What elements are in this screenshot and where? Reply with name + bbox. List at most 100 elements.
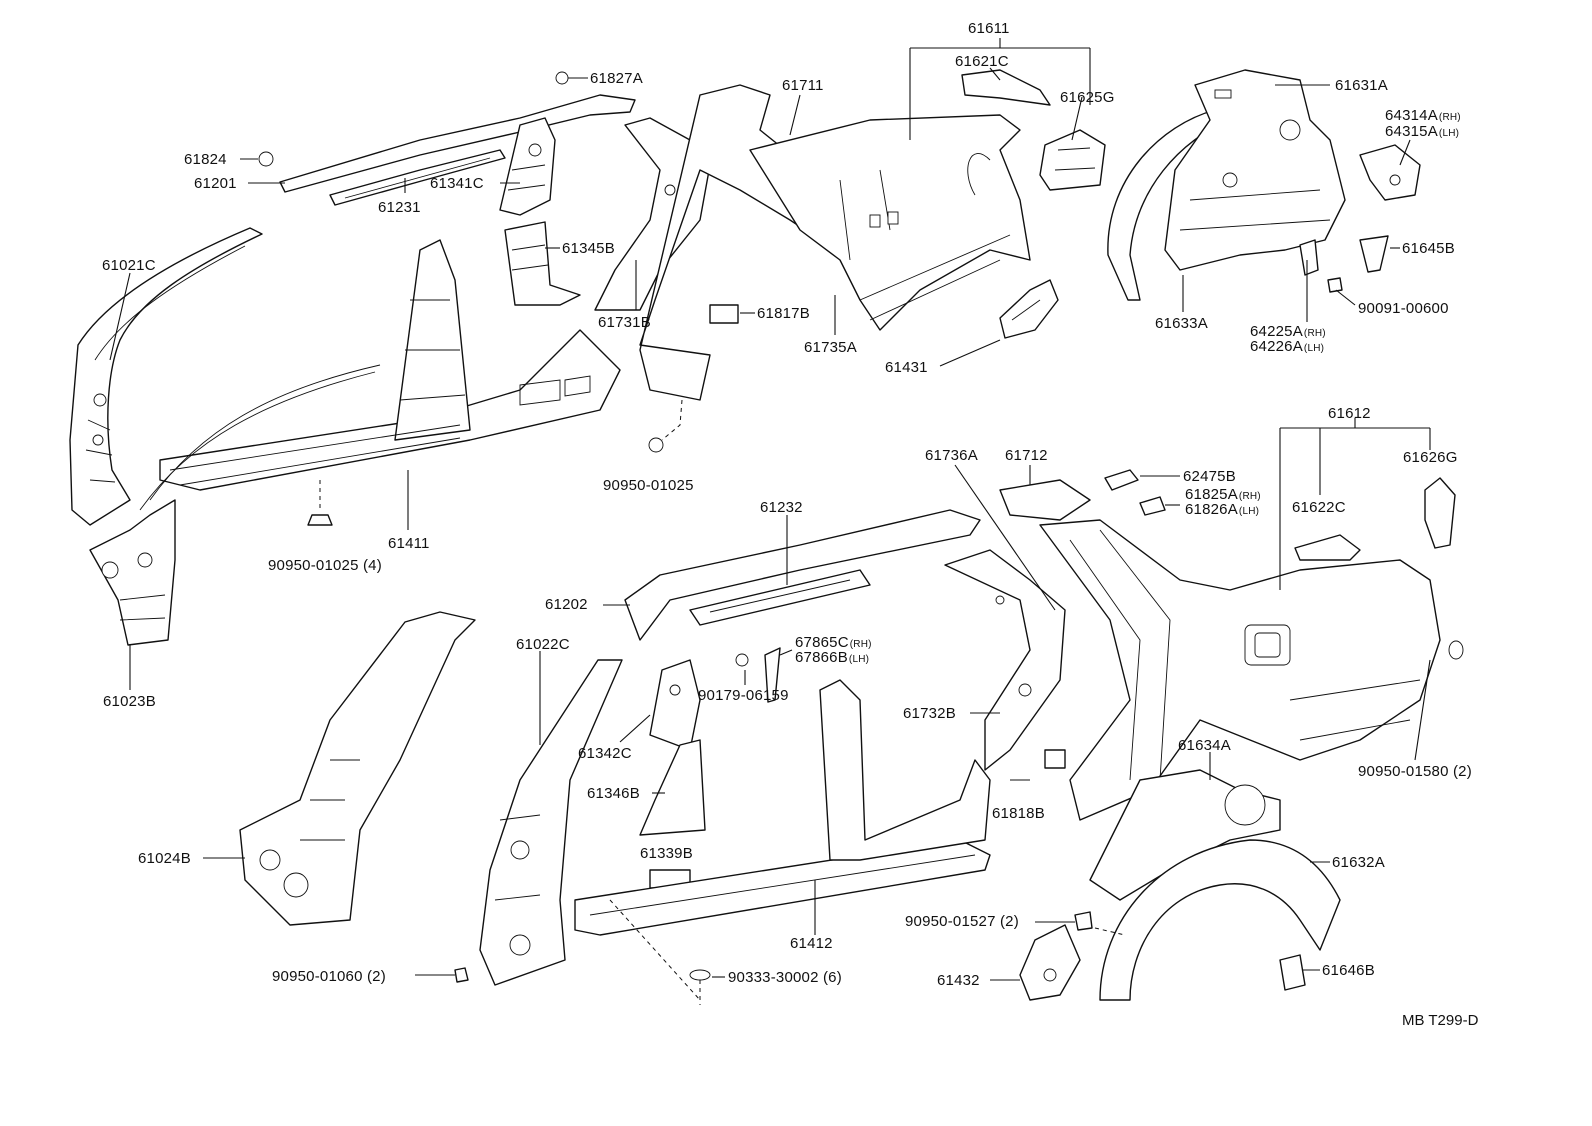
label-61612: 61612 xyxy=(1328,405,1371,422)
label-61625g: 61625G xyxy=(1060,89,1115,106)
label-64314a-side: (RH) xyxy=(1439,112,1461,123)
part-61712-drawing xyxy=(999,479,1091,521)
label-90950-01580: 90950-01580 (2) xyxy=(1358,763,1472,780)
part-61021c-drawing xyxy=(69,227,263,526)
label-90950-01025: 90950-01025 xyxy=(603,477,694,494)
part-61622c-drawing xyxy=(1294,534,1361,561)
label-61621c: 61621C xyxy=(955,53,1009,70)
part-61342c-drawing xyxy=(649,659,701,751)
plug-90333-30002-drawing xyxy=(689,969,711,981)
label-67866b-side: (LH) xyxy=(849,654,869,665)
label-67865c-side: (RH) xyxy=(850,639,872,650)
label-90950-01060: 90950-01060 (2) xyxy=(272,968,386,985)
label-61634a: 61634A xyxy=(1178,737,1231,754)
part-61432-drawing xyxy=(1019,924,1081,1001)
label-64226a: 64226A(LH) xyxy=(1250,338,1324,355)
label-61633a: 61633A xyxy=(1155,315,1208,332)
diagram-reference-code: MB T299-D xyxy=(1402,1012,1479,1029)
part-61411-drawing xyxy=(159,329,621,491)
part-drawings xyxy=(69,69,1464,1005)
label-61024b: 61024B xyxy=(138,850,191,867)
part-64314a-drawing xyxy=(1359,144,1421,201)
label-64225a: 64225A(RH) xyxy=(1250,323,1326,340)
label-61826a: 61826A(LH) xyxy=(1185,501,1259,518)
label-61022c: 61022C xyxy=(516,636,570,653)
part-61731b-drawing xyxy=(594,117,711,311)
label-61202: 61202 xyxy=(545,596,588,613)
label-67866b: 67866B(LH) xyxy=(795,649,869,666)
label-61646b: 61646B xyxy=(1322,962,1375,979)
label-61631a: 61631A xyxy=(1335,77,1388,94)
label-61826a-side: (LH) xyxy=(1239,506,1259,517)
label-64315a-side: (LH) xyxy=(1439,128,1459,139)
part-61621c-drawing xyxy=(961,69,1051,106)
part-61632a-drawing xyxy=(1099,839,1341,1001)
label-61346b: 61346B xyxy=(587,785,640,802)
label-61201: 61201 xyxy=(194,175,237,192)
plug-90950-01060-drawing xyxy=(454,967,469,983)
label-61817b: 61817B xyxy=(757,305,810,322)
part-61412-b-pillar-drawing xyxy=(819,679,991,861)
plug-90950-01025-4-drawing xyxy=(307,514,333,526)
part-61231-drawing xyxy=(329,149,506,206)
label-61231: 61231 xyxy=(378,199,421,216)
label-61818b: 61818B xyxy=(992,805,1045,822)
part-61612-drawing xyxy=(1039,519,1441,821)
part-61645b-drawing xyxy=(1359,235,1389,273)
label-61731b: 61731B xyxy=(598,314,651,331)
label-61339b: 61339B xyxy=(640,845,693,862)
part-67865c-drawing xyxy=(764,647,781,703)
part-61825a-drawing xyxy=(1139,496,1166,516)
part-61818b-drawing xyxy=(1044,749,1066,769)
part-61817b-drawing xyxy=(709,304,739,324)
label-61632a: 61632A xyxy=(1332,854,1385,871)
label-61611: 61611 xyxy=(968,20,1010,37)
part-61202-drawing xyxy=(624,509,981,641)
label-61825a: 61825A(RH) xyxy=(1185,486,1261,503)
nut-90179-drawing xyxy=(735,653,749,667)
bolt-90091-drawing xyxy=(1327,277,1343,293)
label-90950-01527: 90950-01527 (2) xyxy=(905,913,1019,930)
part-61232-drawing xyxy=(689,569,871,626)
label-90950-01025-4: 90950-01025 (4) xyxy=(268,557,382,574)
plug-90950-01580-drawing xyxy=(1448,640,1464,660)
part-61625g-drawing xyxy=(1039,129,1106,191)
label-90333-30002: 90333-30002 (6) xyxy=(728,969,842,986)
label-61712: 61712 xyxy=(1005,447,1048,464)
label-64225a-side: (RH) xyxy=(1304,328,1326,339)
leader-lines xyxy=(109,38,1431,981)
label-90179-06159: 90179-06159 xyxy=(698,687,789,704)
label-61345b: 61345B xyxy=(562,240,615,257)
part-61024b-drawing xyxy=(239,611,476,926)
label-61341c: 61341C xyxy=(430,175,484,192)
label-64314a: 64314A(RH) xyxy=(1385,107,1461,124)
label-64226a-side: (LH) xyxy=(1304,343,1324,354)
label-61825a-side: (RH) xyxy=(1239,491,1261,502)
part-61345b-drawing xyxy=(504,221,581,306)
label-64315a: 64315A(LH) xyxy=(1385,123,1459,140)
grommet-61827a-drawing xyxy=(555,71,569,85)
label-61824: 61824 xyxy=(184,151,227,168)
part-61631a-drawing xyxy=(1164,69,1346,271)
part-61646b-drawing xyxy=(1279,954,1306,991)
label-61021c: 61021C xyxy=(102,257,156,274)
label-61432: 61432 xyxy=(937,972,980,989)
label-61342c: 61342C xyxy=(578,745,632,762)
bolt-90950-01527-drawing xyxy=(1074,911,1093,931)
label-90091-00600: 90091-00600 xyxy=(1358,300,1449,317)
label-61735a: 61735A xyxy=(804,339,857,356)
label-61023b: 61023B xyxy=(103,693,156,710)
label-61431: 61431 xyxy=(885,359,928,376)
part-61341c-drawing xyxy=(499,117,556,216)
label-67865c: 67865C(RH) xyxy=(795,634,872,651)
label-61736a: 61736A xyxy=(925,447,978,464)
label-61622c: 61622C xyxy=(1292,499,1346,516)
label-61645b: 61645B xyxy=(1402,240,1455,257)
plug-90950-01025-drawing xyxy=(648,437,664,453)
part-61023b-drawing xyxy=(89,499,176,646)
part-61431-drawing xyxy=(999,279,1059,339)
label-61232: 61232 xyxy=(760,499,803,516)
part-61626g-drawing xyxy=(1424,477,1456,549)
